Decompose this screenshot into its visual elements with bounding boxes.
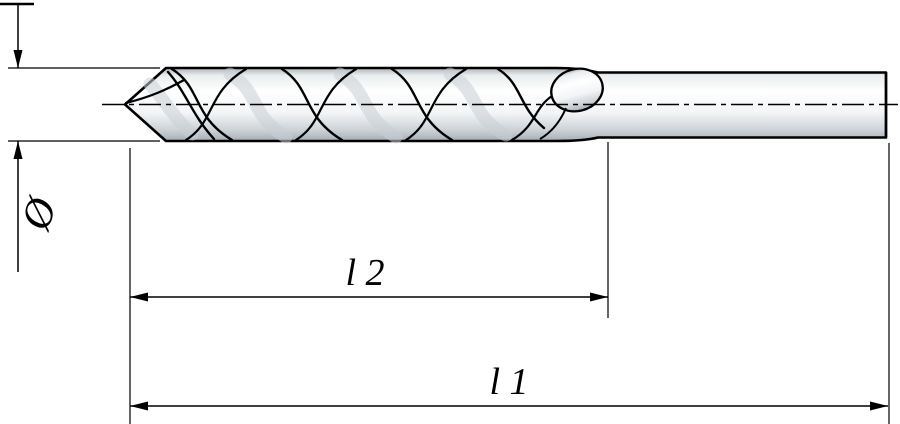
diameter-arrow-down-icon bbox=[13, 50, 23, 68]
flute-edges-front bbox=[166, 67, 546, 142]
diameter-arrow-up-icon bbox=[13, 141, 23, 159]
flute-edges-back bbox=[184, 67, 554, 142]
l1-label: l 1 bbox=[489, 361, 528, 403]
drill-bit-view bbox=[123, 66, 888, 144]
l2-label: l 2 bbox=[345, 252, 384, 294]
dimension-l1 bbox=[130, 143, 890, 424]
dimension-l2 bbox=[129, 142, 609, 424]
drill-tip-edges bbox=[124, 78, 186, 105]
l1-arrow-left-icon bbox=[130, 401, 148, 411]
l2-arrow-left-icon bbox=[130, 292, 148, 302]
dimension-diameter bbox=[0, 2, 160, 272]
l1-arrow-right-icon bbox=[870, 401, 888, 411]
flute-runout bbox=[550, 67, 604, 113]
runout-trailing-edge bbox=[539, 107, 567, 140]
l2-arrow-right-icon bbox=[590, 292, 608, 302]
